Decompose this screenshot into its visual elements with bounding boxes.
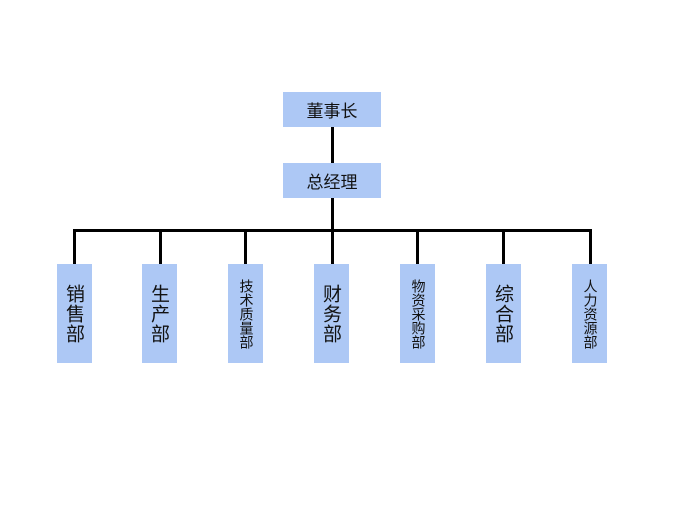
node-sales-dept: 销售部 xyxy=(57,264,92,363)
node-production-dept: 生产部 xyxy=(142,264,177,363)
node-general-manager: 总经理 xyxy=(283,163,381,198)
node-procurement-dept: 物资采购部 xyxy=(400,264,435,363)
connector-dept xyxy=(416,229,419,264)
connector-dept xyxy=(502,229,505,264)
connector-chairman-gm xyxy=(331,127,334,163)
connector-dept xyxy=(331,229,334,264)
node-hr-dept: 人力资源部 xyxy=(572,264,607,363)
connector-dept xyxy=(73,229,76,264)
node-chairman: 董事长 xyxy=(283,92,381,127)
connector-gm-bus xyxy=(331,197,334,231)
node-quality-dept: 技术质量部 xyxy=(228,264,263,363)
connector-dept xyxy=(244,229,247,264)
node-finance-dept: 财务部 xyxy=(314,264,349,363)
connector-dept xyxy=(589,229,592,264)
node-general-affairs-dept: 综合部 xyxy=(486,264,521,363)
connector-dept xyxy=(159,229,162,264)
